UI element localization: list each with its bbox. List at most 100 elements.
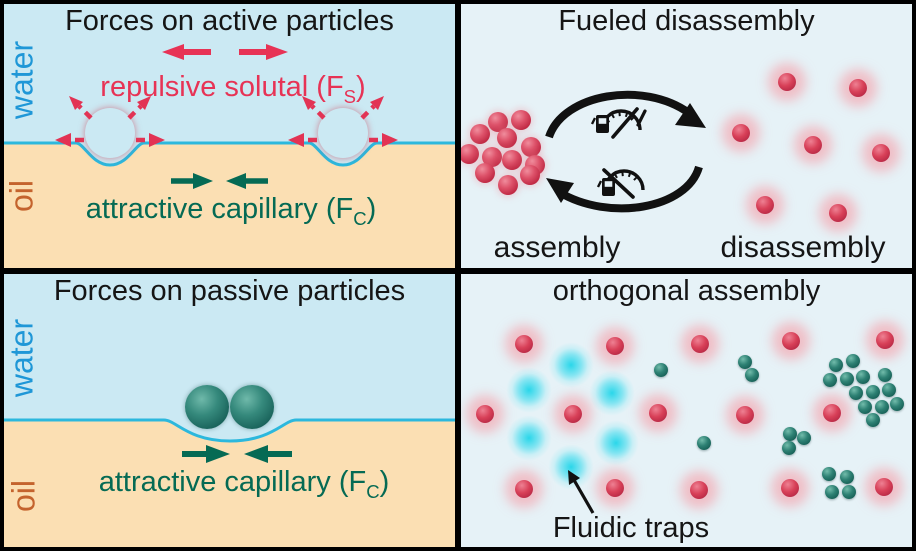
assembled-particle <box>511 110 531 130</box>
passive-particle-single <box>697 436 711 450</box>
disassembly-cycle-arrow-icon <box>545 90 706 139</box>
panel-fueled-disassembly: Fueled disassembly assembly disassembly <box>461 4 912 268</box>
interface-line <box>4 141 455 167</box>
active-particle-grid <box>461 274 912 547</box>
water-label: water <box>4 318 40 398</box>
assembled-particle <box>502 150 522 170</box>
assembled-particle <box>470 124 490 144</box>
fluidic-trap <box>589 370 635 416</box>
panel-title-passive: Forces on passive particles <box>53 275 406 307</box>
passive-particle-cluster <box>882 383 896 397</box>
force-arrows-passive <box>182 445 292 463</box>
panel-forces-passive: Forces on passive particles water oil at… <box>4 274 455 547</box>
passive-particle-cluster <box>840 470 854 484</box>
fluidic-trap <box>506 367 552 413</box>
dispersed-active-particle <box>849 79 867 97</box>
oil-label: oil <box>4 179 40 213</box>
dispersed-active-particle <box>804 136 822 154</box>
passive-particle-cluster <box>846 354 860 368</box>
active-particle-trapped <box>736 406 754 424</box>
assembled-particle <box>475 163 495 183</box>
assembled-particle <box>482 147 502 167</box>
assembled-particle <box>520 165 540 185</box>
water-region <box>4 4 455 165</box>
active-particle-trapped <box>691 335 709 353</box>
dispersed-active-particle <box>732 124 750 142</box>
attractive-text-close: ) <box>379 466 390 498</box>
fuel-cycle-graphic <box>545 90 706 213</box>
passive-particle <box>230 385 274 429</box>
active-particle-trapped <box>564 405 582 423</box>
water-label: water <box>4 40 40 120</box>
passive-particle-cluster <box>866 413 880 427</box>
passive-particle-cluster <box>842 485 856 499</box>
attractive-subscript: C <box>366 480 380 502</box>
fuel-gauge-full-icon <box>590 107 647 139</box>
repulsive-text: repulsive solutal (F <box>100 71 344 103</box>
disassembled-particles <box>461 4 912 268</box>
force-arrows-active <box>55 44 398 189</box>
panel-title-fueled: Fueled disassembly <box>558 5 815 37</box>
active-particle-trapped <box>782 332 800 350</box>
assembly-cycle-arrow-icon <box>546 165 703 213</box>
passive-clusters-layer <box>461 274 912 547</box>
passive-particle-layer <box>4 274 455 547</box>
attractive-text: attractive capillary (F <box>85 193 354 225</box>
panel-title-orthogonal: orthogonal assembly <box>552 275 821 307</box>
solutal-flow-arrows-left-icon <box>55 96 165 147</box>
gas-pump-icon <box>590 115 609 133</box>
active-particle-trapped <box>823 404 841 422</box>
passive-particle-cluster <box>890 397 904 411</box>
active-particle-trapped <box>649 404 667 422</box>
passive-particle-cluster <box>825 485 839 499</box>
passive-particle-cluster <box>829 358 843 372</box>
attractive-text: attractive capillary (F <box>98 466 367 498</box>
passive-particle-cluster <box>858 400 872 414</box>
water-oil-interface-graphic <box>4 4 455 167</box>
passive-particle-cluster <box>797 431 811 445</box>
passive-particle-single <box>654 363 668 377</box>
dispersed-active-particle <box>829 204 847 222</box>
fluidic-trap <box>506 415 552 461</box>
assembled-particle <box>461 144 479 164</box>
passive-particle-cluster <box>822 467 836 481</box>
repulsive-arrows-icon <box>162 44 288 60</box>
assembled-particle <box>521 137 541 157</box>
oil-label: oil <box>5 479 42 513</box>
active-particle-trapped <box>781 479 799 497</box>
active-particle-trapped <box>690 481 708 499</box>
fluidic-trap <box>593 420 639 466</box>
fuel-gauge-empty-icon <box>596 168 645 199</box>
water-oil-interface-graphic <box>4 274 455 443</box>
assembly-label: assembly <box>493 231 621 264</box>
assembled-particle <box>488 112 508 132</box>
active-particle-trapped <box>875 478 893 496</box>
active-particle-trapped <box>876 331 894 349</box>
passive-particle-cluster <box>745 368 759 382</box>
solutal-flow-arrows-right-icon <box>288 96 398 147</box>
disassembly-label: disassembly <box>720 231 886 264</box>
repulsive-solutal-label: repulsive solutal (FS) <box>100 71 365 108</box>
active-particle-trapped <box>606 479 624 497</box>
water-region <box>4 274 455 441</box>
capillary-arrows-icon <box>182 445 292 463</box>
active-particle-trapped <box>606 337 624 355</box>
passive-particle <box>185 385 229 429</box>
attractive-capillary-label: attractive capillary (FC) <box>99 466 390 503</box>
passive-particle-cluster <box>840 372 854 386</box>
attractive-subscript: C <box>353 207 367 229</box>
panel-forces-active: Forces on active particles water oil rep… <box>4 4 455 268</box>
interface-line <box>4 418 455 443</box>
passive-particle-cluster <box>849 386 863 400</box>
trap-pointer-arrow-icon <box>568 470 595 514</box>
dispersed-active-particle <box>872 144 890 162</box>
passive-particle-cluster <box>783 427 797 441</box>
active-particle-trapped <box>515 335 533 353</box>
attractive-capillary-label: attractive capillary (FC) <box>86 193 377 230</box>
dispersed-active-particle <box>778 73 796 91</box>
panel-title-active: Forces on active particles <box>65 5 394 37</box>
repulsive-subscript: S <box>343 85 357 107</box>
attractive-text-close: ) <box>366 193 377 225</box>
passive-particle-cluster <box>782 441 796 455</box>
